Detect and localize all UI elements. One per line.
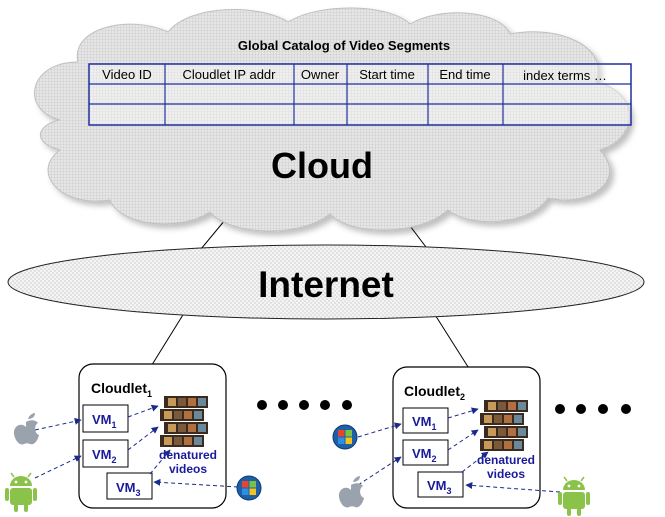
cloudlet-2-videos-label-2: videos xyxy=(487,467,525,481)
cloudlet-1-videos-label-1: denatured xyxy=(159,448,217,462)
cloudlet-1-vm1-label: VM1 xyxy=(92,412,117,430)
android-icon xyxy=(5,472,37,512)
cloudlet-2-vm2-label: VM2 xyxy=(412,446,437,464)
cloudlet-1-vm1-box xyxy=(82,404,129,433)
apple-icon xyxy=(338,476,364,508)
cloudlet-1-vm2-box xyxy=(82,439,129,468)
cloudlet-1-vm3-box xyxy=(106,472,153,500)
cloudlet-1-arrows xyxy=(34,404,239,488)
column-header-video-id: Video ID xyxy=(102,67,152,82)
internet-label: Internet xyxy=(258,264,394,305)
cloudlet-2-vm2-box xyxy=(402,439,449,466)
cloudlet-1-vm2-label: VM2 xyxy=(92,447,117,465)
cloud: Global Catalog of Video Segments Video I… xyxy=(34,7,632,232)
apple-icon xyxy=(13,413,39,445)
cloudlet-2-videos-label-1: denatured xyxy=(477,453,535,467)
cloudlet-2-vm3-label: VM3 xyxy=(427,478,452,496)
catalog-table-border xyxy=(88,63,632,126)
internet-ellipse xyxy=(7,244,645,320)
ellipsis-dots xyxy=(257,400,631,414)
internet-cloudlet2-link xyxy=(431,309,471,371)
cloudlet-2-vm1-label: VM1 xyxy=(412,414,437,432)
cloud-label: Cloud xyxy=(271,145,373,186)
internet: Internet xyxy=(7,244,645,320)
windows-icon xyxy=(332,424,358,450)
catalog-title: Global Catalog of Video Segments xyxy=(238,38,450,53)
column-header-owner: Owner xyxy=(301,67,340,82)
cloudlet-1-title: Cloudlet1 xyxy=(91,380,152,399)
windows-icon xyxy=(236,475,262,501)
cloudlet-2-vm1-box xyxy=(402,407,449,434)
internet-cloudlet1-link xyxy=(149,309,187,369)
column-header-cloudlet-ip: Cloudlet IP addr xyxy=(183,67,277,82)
column-header-end-time: End time xyxy=(439,67,490,82)
column-header-start-time: Start time xyxy=(359,67,415,82)
column-header-index-terms: index terms … xyxy=(523,68,607,83)
catalog-table: Video ID Cloudlet IP addr Owner Start ti… xyxy=(88,63,632,126)
android-icon xyxy=(558,476,590,516)
cloudlet-1: Cloudlet1 VM1 VM2 VM3 denatured videos xyxy=(34,363,239,509)
cloudlet-1-videos-label-2: videos xyxy=(169,462,207,476)
cloudlet-2-title: Cloudlet2 xyxy=(404,383,465,402)
cloudlet-1-vm3-label: VM3 xyxy=(116,480,141,498)
cloudlet-2: Cloudlet2 VM1 VM2 VM3 denatured videos xyxy=(357,366,561,509)
cloudlet-2-arrows xyxy=(357,407,561,493)
cloudlet-2-vm3-box xyxy=(417,471,464,498)
